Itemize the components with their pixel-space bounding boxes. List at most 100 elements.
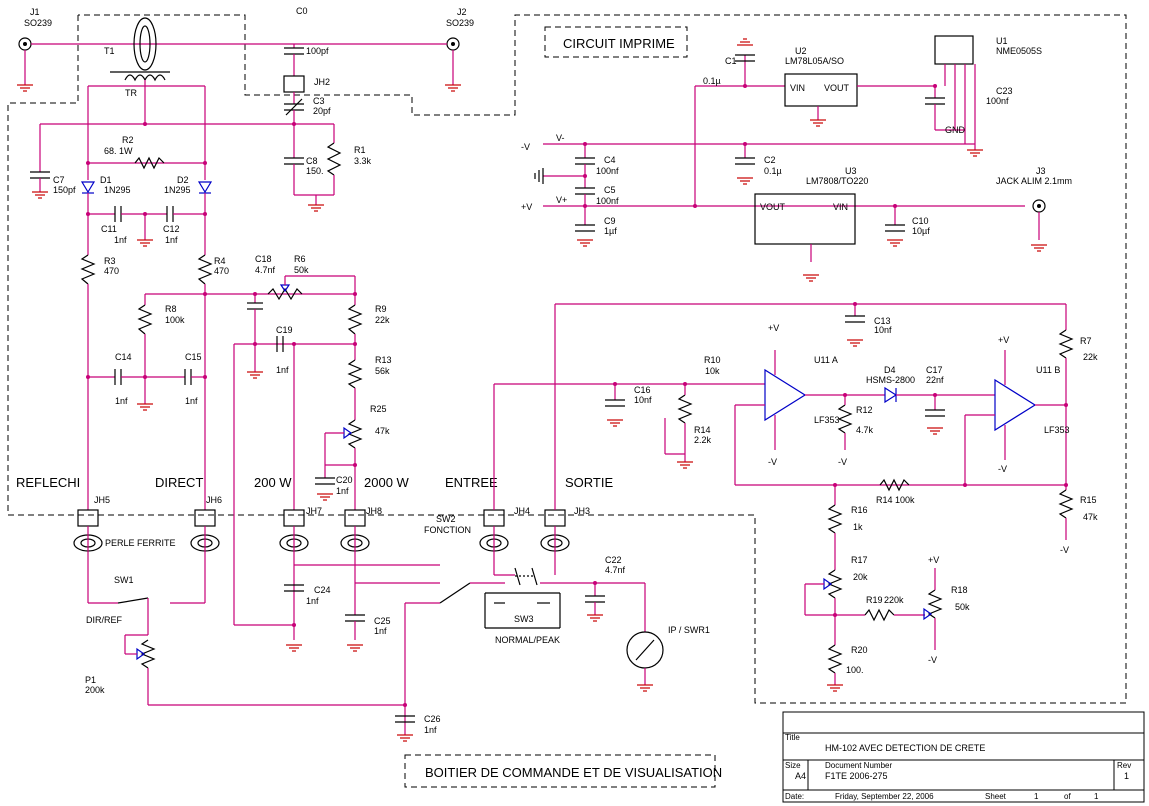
r2-label: R2	[122, 135, 134, 145]
of-label: of	[1064, 792, 1071, 801]
r19-value: 220k	[884, 595, 904, 605]
d2-label: D2	[177, 175, 189, 185]
minus-v-rail: -V	[521, 142, 530, 152]
r1-label: R1	[354, 145, 366, 155]
rev-value: 1	[1124, 771, 1129, 781]
r8-label: R8	[165, 304, 177, 314]
r20-value: 100.	[846, 665, 864, 675]
c24-value: 1nf	[306, 596, 319, 606]
r7-value: 22k	[1083, 352, 1098, 362]
r18-label: R18	[951, 585, 968, 595]
c14-value: 1nf	[115, 396, 128, 406]
size-value: A4	[795, 771, 806, 781]
u11a-minus-v: -V	[768, 457, 777, 467]
sw1-label: SW1	[114, 575, 134, 585]
c11-value: 1nf	[114, 235, 127, 245]
c0-value: 100pf	[306, 46, 329, 56]
c16-value: 10nf	[634, 395, 652, 405]
frame-label-circuit-imprime: CIRCUIT IMPRIME	[563, 36, 675, 51]
c0-label: C0	[296, 6, 308, 16]
u11b-plus-v: +V	[998, 335, 1009, 345]
r17-label: R17	[851, 555, 868, 565]
u2-vout: VOUT	[824, 83, 850, 93]
u3-label: U3	[845, 166, 857, 176]
c15-label: C15	[185, 352, 202, 362]
jh8-label: JH8	[366, 506, 382, 516]
c10-value: 10µf	[912, 226, 930, 236]
plus-v-rail: +V	[521, 202, 532, 212]
r9-label: R9	[375, 304, 387, 314]
r18-minus-v: -V	[928, 655, 937, 665]
r6-value: 50k	[294, 265, 309, 275]
c4-label: C4	[604, 155, 616, 165]
c17-value: 22nf	[926, 375, 944, 385]
u3-value: LM7808/TO220	[806, 176, 868, 186]
c9-label: C9	[604, 216, 616, 226]
jh4-label: JH4	[514, 506, 530, 516]
label-2000w: 2000 W	[364, 475, 410, 490]
u2-label: U2	[795, 46, 807, 56]
c12-label: C12	[163, 224, 180, 234]
c25-value: 1nf	[374, 626, 387, 636]
label-reflechi: REFLECHI	[16, 475, 80, 490]
p1-value: 200k	[85, 685, 105, 695]
r3-value: 470	[104, 266, 119, 276]
u1-gnd: GND	[945, 125, 966, 135]
j2-label: J2	[457, 7, 467, 17]
c26-label: C26	[424, 714, 441, 724]
title-label: Title	[785, 733, 800, 742]
opamp-section	[493, 302, 1074, 685]
label-sortie: SORTIE	[565, 475, 613, 490]
frame-label-boitier: BOITIER DE COMMANDE ET DE VISUALISATION	[425, 765, 722, 780]
u11b-minus-v: -V	[998, 464, 1007, 474]
level-divider	[233, 275, 363, 625]
c13-label: C13	[874, 316, 891, 326]
r13-label: R13	[375, 355, 392, 365]
c13-value: 10nf	[874, 325, 892, 335]
r16-value: 1k	[853, 522, 863, 532]
r2-value: 68. 1W	[104, 146, 133, 156]
c18-label: C18	[255, 254, 272, 264]
date-value: Friday, September 22, 2006	[835, 792, 934, 801]
u11b-label: U11 B	[1036, 365, 1060, 375]
u3-vin: VIN	[833, 202, 848, 212]
dashed-frames	[7, 14, 1127, 788]
c3-value: 20pf	[313, 106, 331, 116]
c4-value: 100nf	[596, 166, 619, 176]
u1-label: U1	[996, 36, 1008, 46]
j3-type: JACK ALIM 2.1mm	[996, 176, 1072, 186]
jh3-label: JH3	[574, 506, 590, 516]
t1-label: T1	[104, 46, 115, 56]
date-label: Date:	[785, 792, 804, 801]
c7-value: 150pf	[53, 185, 76, 195]
d1-value: 1N295	[104, 185, 131, 195]
c11-label: C11	[101, 224, 117, 234]
jh5-label: JH5	[94, 495, 110, 505]
jh7-label: JH7	[306, 506, 322, 516]
title-value: HM-102 AVEC DETECTION DE CRETE	[825, 743, 985, 753]
docnum-label: Document Number	[825, 761, 892, 770]
c12-value: 1nf	[165, 235, 178, 245]
c5-value: 100nf	[596, 196, 619, 206]
c8-label: C8	[306, 156, 318, 166]
c19-label: C19	[276, 325, 293, 335]
label-direct: DIRECT	[155, 475, 203, 490]
sw2-value: FONCTION	[424, 525, 471, 535]
u11a-label: U11 A	[814, 355, 838, 365]
j3-label: J3	[1036, 166, 1046, 176]
label-200w: 200 W	[254, 475, 292, 490]
c20-label: C20	[336, 475, 353, 485]
docnum-value: F1TE 2006-275	[825, 771, 888, 781]
c20-value: 1nf	[336, 486, 349, 496]
r16-label: R16	[851, 505, 868, 515]
tr-label: TR	[125, 88, 137, 98]
c1-label: C1	[725, 56, 737, 66]
c23-value: 100nf	[986, 96, 1009, 106]
r3-label: R3	[104, 256, 116, 266]
r15-value: 47k	[1083, 512, 1098, 522]
r12-minus-v: -V	[838, 457, 847, 467]
c9-value: 1µf	[604, 226, 617, 236]
u2-vin: VIN	[790, 83, 805, 93]
c22-value: 4.7nf	[605, 565, 626, 575]
c14-label: C14	[115, 352, 132, 362]
